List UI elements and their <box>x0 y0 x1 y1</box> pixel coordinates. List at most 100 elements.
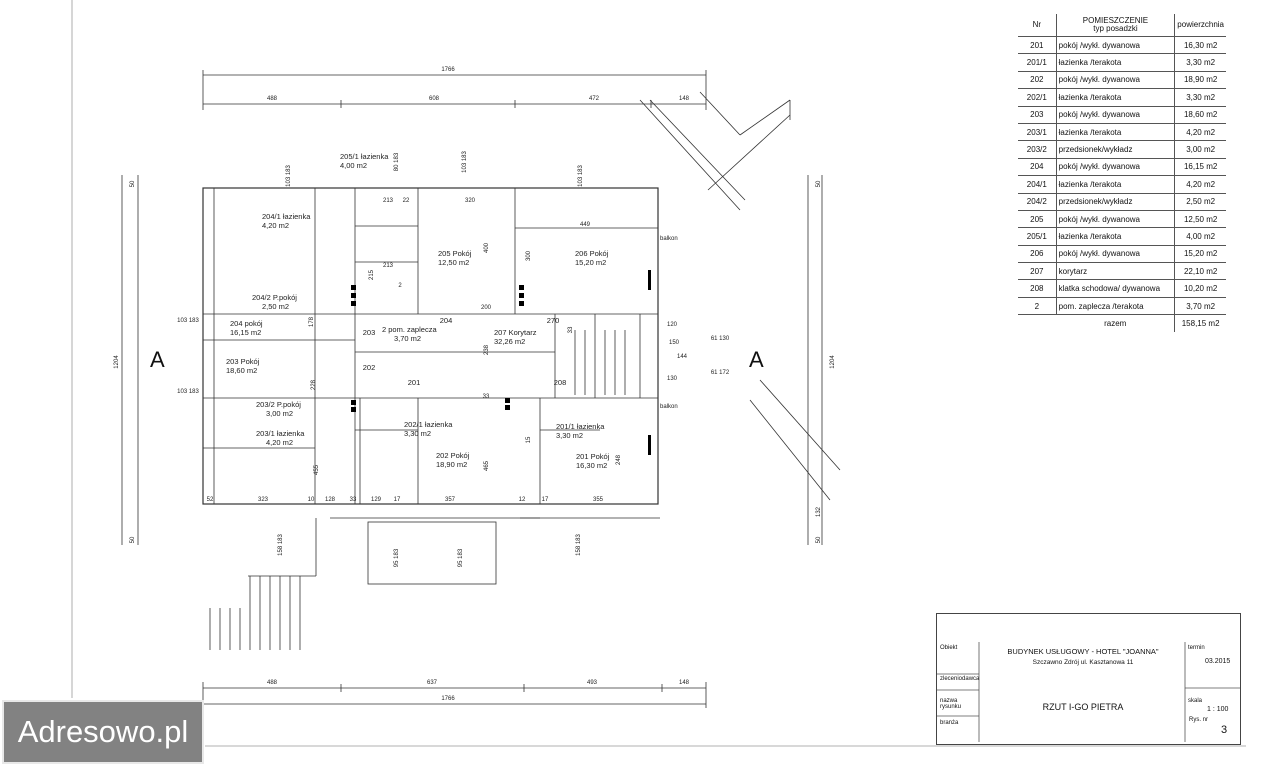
room-205-area: 12,50 m2 <box>438 258 469 267</box>
dim-22: 22 <box>403 198 410 204</box>
room-203-2-area: 3,00 m2 <box>266 409 293 418</box>
room-202-area: 18,90 m2 <box>436 460 467 469</box>
room-2-name: 2 pom. zaplecza <box>382 325 437 334</box>
opening-11: 61 130 <box>711 336 730 342</box>
label-skala: skala <box>1188 698 1203 704</box>
room-area-cell: 18,60 m2 <box>1174 106 1226 124</box>
label-204: 203 <box>363 328 376 337</box>
room-203-area: 18,60 m2 <box>226 366 257 375</box>
dim-top-2: 608 <box>429 96 440 102</box>
building-address: Szczawno Zdrój ul. Kasztanowa 11 <box>1032 659 1134 666</box>
dim-row-2: 323 <box>258 497 269 503</box>
dim-33-b: 33 <box>483 394 490 400</box>
opening-7: 158 183 <box>278 534 284 556</box>
room-203-name: 203 Pokój <box>226 357 260 366</box>
dim-465: 248 <box>616 454 622 465</box>
room-type-cell: pokój /wykł. dywanowa <box>1056 245 1176 264</box>
room-205-1-name: 205/1 łazienka <box>340 152 389 161</box>
room-nr-cell: 201 <box>1018 36 1057 55</box>
room-201-1-name: 201/1 łazienka <box>556 422 605 431</box>
dim-top-total: 1766 <box>441 67 455 73</box>
room-nr-cell: 208 <box>1018 279 1057 298</box>
room-type-cell: korytarz <box>1056 262 1176 281</box>
room-nr-cell: 2 <box>1018 297 1057 316</box>
room-205-name: 205 Pokój <box>438 249 472 258</box>
header-nr: Nr <box>1018 14 1057 37</box>
dim-150: 120 <box>667 322 678 328</box>
room-nr-cell: 203 <box>1018 106 1057 124</box>
dim-130: 150 <box>669 340 680 346</box>
dim-238: 228 <box>311 379 317 390</box>
room-type-cell: pokój /wykł. dywanowa <box>1056 210 1176 229</box>
dim-bottom-1: 488 <box>267 680 278 686</box>
adresowo-watermark: Adresowo.pl <box>2 700 204 764</box>
dim-left-bottom: 50 <box>130 536 136 543</box>
dim-row-11: 355 <box>593 497 604 503</box>
dim-300: 300 <box>526 250 532 261</box>
room-nr-cell: 207 <box>1018 262 1057 281</box>
dim-top-1: 488 <box>267 96 278 102</box>
dim-left-top: 50 <box>130 180 136 187</box>
scale-value: 1 : 100 <box>1207 706 1229 713</box>
room-207-area: 32,26 m2 <box>494 337 525 346</box>
room-area-cell: 2,50 m2 <box>1174 193 1226 211</box>
table-total-row: razem 158,15 m2 <box>1018 314 1226 332</box>
room-area-cell: 10,20 m2 <box>1174 279 1226 298</box>
dim-row-8: 357 <box>445 497 456 503</box>
room-nr-cell: 205 <box>1018 210 1057 229</box>
date: 03.2015 <box>1205 658 1231 665</box>
header-room: POMIESZCZENIE typ posadzki <box>1056 14 1176 37</box>
room-area-cell: 12,50 m2 <box>1174 210 1226 229</box>
dim-320: 320 <box>465 198 476 204</box>
opening-9: 95 183 <box>458 548 464 567</box>
room-type-cell: klatka schodowa/ dywanowa <box>1056 279 1176 298</box>
room-203-1-name: 203/1 łazienka <box>256 429 305 438</box>
label-obiekt: Obiekt <box>940 645 958 651</box>
room-nr-cell: 202 <box>1018 71 1057 90</box>
room-type-cell: pokój /wykł. dywanowa <box>1056 158 1176 177</box>
dim-120: 33 <box>568 326 574 333</box>
room-nr-cell: 202/1 <box>1018 88 1057 107</box>
header-room-line2: typ posadzki <box>1093 24 1138 33</box>
balkon-bottom: balkon <box>660 404 678 410</box>
header-area: powierzchnia <box>1174 14 1226 37</box>
room-nr-cell: 203/1 <box>1018 123 1057 142</box>
room-type-cell: pokój /wykł. dywanowa <box>1056 71 1176 90</box>
dim-449: 449 <box>580 222 591 228</box>
room-207-name: 207 Korytarz <box>494 328 537 337</box>
room-206-area: 15,20 m2 <box>575 258 606 267</box>
room-205-1-area: 4,00 m2 <box>340 161 367 170</box>
dim-2: 2 <box>398 283 402 289</box>
dim-213-a: 213 <box>383 198 394 204</box>
dim-right-total: 1204 <box>830 355 836 369</box>
dim-178: 215 <box>369 269 375 280</box>
dim-270: 238 <box>484 344 490 355</box>
room-type-cell: przedsionek/wykładz <box>1056 140 1176 159</box>
dim-15: 144 <box>677 354 688 360</box>
dim-200: 178 <box>309 316 315 327</box>
label-203: 202 <box>363 363 376 372</box>
room-203-2-name: 203/2 P.pokój <box>256 400 301 409</box>
room-202-1-area: 3,30 m2 <box>404 429 431 438</box>
dim-144: 130 <box>667 376 678 382</box>
opening-5: 103 183 <box>177 318 199 324</box>
room-206-name: 206 Pokój <box>575 249 609 258</box>
dim-455: 465 <box>484 460 490 471</box>
room-nr-cell: 204/2 <box>1018 193 1057 211</box>
dim-bottom-3: 493 <box>587 680 598 686</box>
room-area-cell: 3,30 m2 <box>1174 53 1226 72</box>
dim-right-top: 50 <box>816 180 822 187</box>
dim-top-3: 472 <box>589 96 600 102</box>
room-area-cell: 3,00 m2 <box>1174 140 1226 159</box>
room-area-cell: 4,20 m2 <box>1174 123 1226 142</box>
